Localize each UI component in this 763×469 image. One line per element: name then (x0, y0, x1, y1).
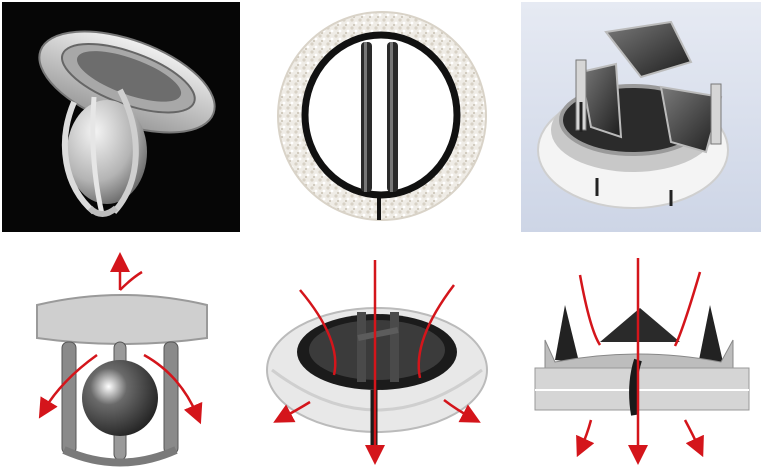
tilting-disc-valve-image (277, 11, 487, 221)
ball-cage-valve-photo (2, 2, 240, 232)
bileaflet-valve-flow-diagram (515, 250, 761, 467)
bileaflet-flow-image (534, 258, 750, 465)
ball-cage-valve-flow-diagram (2, 250, 252, 467)
ball-cage-flow-image (36, 252, 208, 467)
tilting-disc-flow-image (266, 260, 488, 465)
ball-cage-valve-image (38, 30, 216, 217)
bileaflet-valve-image (521, 2, 761, 232)
bileaflet-valve-photo (521, 2, 761, 232)
tilting-disc-valve-photo (262, 2, 502, 232)
tilting-disc-valve-flow-diagram (262, 250, 502, 467)
